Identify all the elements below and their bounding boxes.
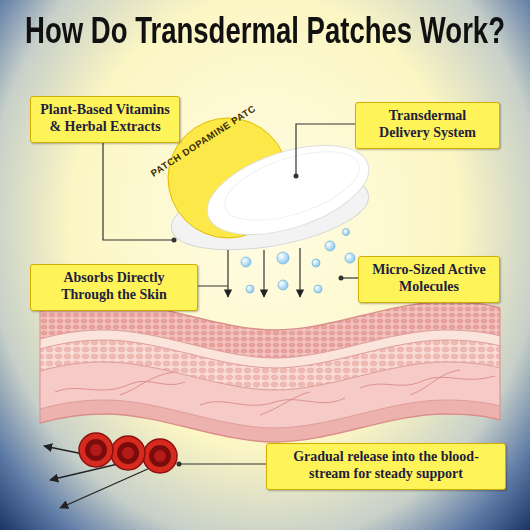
skin-edge — [40, 311, 41, 423]
leader-dot — [177, 462, 182, 467]
vessel-lumen — [149, 445, 171, 467]
patch-front-layer — [196, 128, 379, 252]
molecule — [345, 253, 355, 263]
layer-line — [40, 340, 500, 368]
capillary — [200, 398, 345, 405]
molecule — [312, 259, 320, 267]
down-arrow — [299, 248, 300, 297]
flow-arrow — [60, 468, 150, 508]
skin-layers — [40, 302, 500, 530]
skin-outlines — [40, 302, 500, 442]
vessel-lumen — [85, 439, 107, 461]
vessel-lumen — [117, 442, 139, 464]
layer-line — [40, 330, 500, 358]
vessel — [143, 439, 177, 473]
capillaries — [55, 370, 495, 415]
vessel — [111, 436, 145, 470]
capillary — [260, 392, 310, 415]
skin-edge — [500, 308, 501, 420]
callout-text: Transdermal Delivery System — [364, 108, 491, 142]
callout-box: Micro-Sized Active Molecules — [358, 256, 500, 303]
skin-bottom — [40, 414, 500, 442]
down-arrow — [227, 250, 228, 297]
molecule — [241, 257, 251, 267]
callout-text: Absorbs Directly Through the Skin — [39, 270, 189, 304]
vessel-core — [122, 447, 134, 459]
callout-box: Plant-Based Vitamins & Herbal Extracts — [30, 96, 180, 143]
vessel — [79, 433, 113, 467]
flow-arrow — [50, 464, 118, 480]
leader-line — [179, 463, 275, 464]
molecule — [343, 229, 350, 236]
blood-vessels — [79, 433, 177, 473]
molecules — [241, 229, 355, 294]
molecule — [246, 285, 254, 293]
callout-box: Gradual release into the blood-stream fo… — [266, 443, 506, 490]
callout-text: Plant-Based Vitamins & Herbal Extracts — [39, 102, 171, 136]
layer-line — [40, 362, 500, 390]
leader-dot — [339, 276, 344, 281]
vessel-core — [90, 444, 102, 456]
callout-box: Absorbs Directly Through the Skin — [30, 264, 198, 311]
callout-box: Transdermal Delivery System — [355, 102, 500, 149]
leader-dot — [294, 174, 299, 179]
capillary — [410, 370, 460, 395]
title: How Do Transdermal Patches Work? — [25, 10, 505, 51]
patch-texture — [217, 138, 367, 235]
leader-line — [103, 130, 174, 240]
leader-dot — [172, 238, 177, 243]
molecule — [278, 280, 288, 290]
capillary — [55, 381, 185, 392]
callout-text: Gradual release into the blood-stream fo… — [275, 449, 497, 483]
down-arrow — [263, 250, 264, 297]
capillary — [120, 372, 175, 395]
molecule — [277, 252, 289, 264]
molecule — [325, 241, 335, 251]
molecule — [314, 285, 322, 293]
vessel-core — [154, 450, 166, 462]
callout-text: Micro-Sized Active Molecules — [367, 262, 491, 296]
leader-dots — [172, 174, 344, 467]
absorption-arrows — [228, 248, 300, 297]
